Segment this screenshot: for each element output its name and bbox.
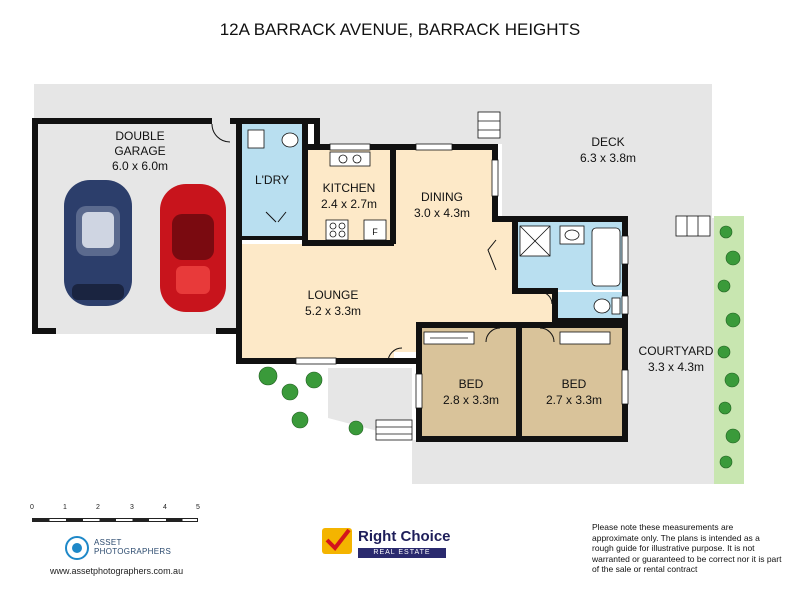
bed2-size: 2.7 x 3.3m	[546, 393, 602, 407]
photographer-name-line1: ASSET	[94, 538, 122, 547]
photographer-name-line2: PHOTOGRAPHERS	[94, 547, 172, 556]
disclaimer-text: Please note these measurements are appro…	[592, 522, 782, 574]
lounge-name: LOUNGE	[308, 288, 359, 302]
lounge-size: 5.2 x 3.3m	[305, 304, 361, 318]
deck-name: DECK	[591, 135, 624, 149]
garage-name-line2: GARAGE	[114, 144, 165, 158]
doors	[211, 123, 555, 363]
agency-subtitle: REAL ESTATE	[358, 548, 446, 558]
camera-aperture-icon	[65, 536, 89, 560]
garage-name-line1: DOUBLE	[115, 129, 164, 143]
deck-area	[502, 84, 712, 220]
garage-size: 6.0 x 6.0m	[112, 159, 168, 173]
courtyard-size: 3.3 x 4.3m	[648, 360, 704, 374]
driveway-area	[34, 84, 318, 124]
living-floor	[242, 148, 556, 362]
fridge-label: F	[372, 227, 378, 237]
agency-logo: Right Choice REAL ESTATE	[322, 524, 462, 560]
photographer-name: ASSET PHOTOGRAPHERS	[94, 538, 184, 556]
kitchen-name: KITCHEN	[323, 181, 376, 195]
bed1-size: 2.8 x 3.3m	[443, 393, 499, 407]
windows	[295, 143, 629, 409]
steps	[375, 111, 711, 441]
deck-size: 6.3 x 3.8m	[580, 151, 636, 165]
scale-tick-5: 5	[196, 504, 200, 511]
room-labels: DOUBLE GARAGE 6.0 x 6.0m L'DRY KITCHEN 2…	[112, 129, 714, 407]
kitchen-fixtures	[325, 151, 387, 241]
courtyard-name: COURTYARD	[639, 344, 714, 358]
scale-ruler	[32, 518, 198, 522]
scale-tick-3: 3	[130, 504, 134, 511]
blue-car	[64, 180, 132, 306]
photographer-logo: ASSET PHOTOGRAPHERS	[64, 532, 264, 568]
checkmark-icon	[322, 528, 352, 554]
scale-tick-4: 4	[163, 504, 167, 511]
red-car	[160, 184, 226, 312]
dining-name: DINING	[421, 190, 463, 204]
laundry-name: L'DRY	[255, 173, 289, 187]
bed2-name: BED	[562, 377, 587, 391]
rear-yard-area	[318, 84, 504, 144]
dining-size: 3.0 x 4.3m	[414, 206, 470, 220]
kitchen-size: 2.4 x 2.7m	[321, 197, 377, 211]
bed2-floor	[522, 326, 626, 438]
scale-tick-1: 1	[63, 504, 67, 511]
agency-name: Right Choice	[358, 528, 451, 545]
bed1-name: BED	[459, 377, 484, 391]
bed1-floor	[420, 326, 520, 438]
photographer-website: www.assetphotographers.com.au	[50, 566, 184, 576]
wardrobes	[423, 331, 611, 345]
plan-title: 12A BARRACK AVENUE, BARRACK HEIGHTS	[219, 20, 581, 39]
scale-tick-2: 2	[96, 504, 100, 511]
scale-bar: 0 1 2 3 4 5	[30, 504, 232, 534]
scale-tick-0: 0	[30, 504, 34, 511]
front-path-area	[412, 440, 628, 484]
plants	[258, 216, 744, 484]
wet-fixtures	[247, 129, 621, 315]
